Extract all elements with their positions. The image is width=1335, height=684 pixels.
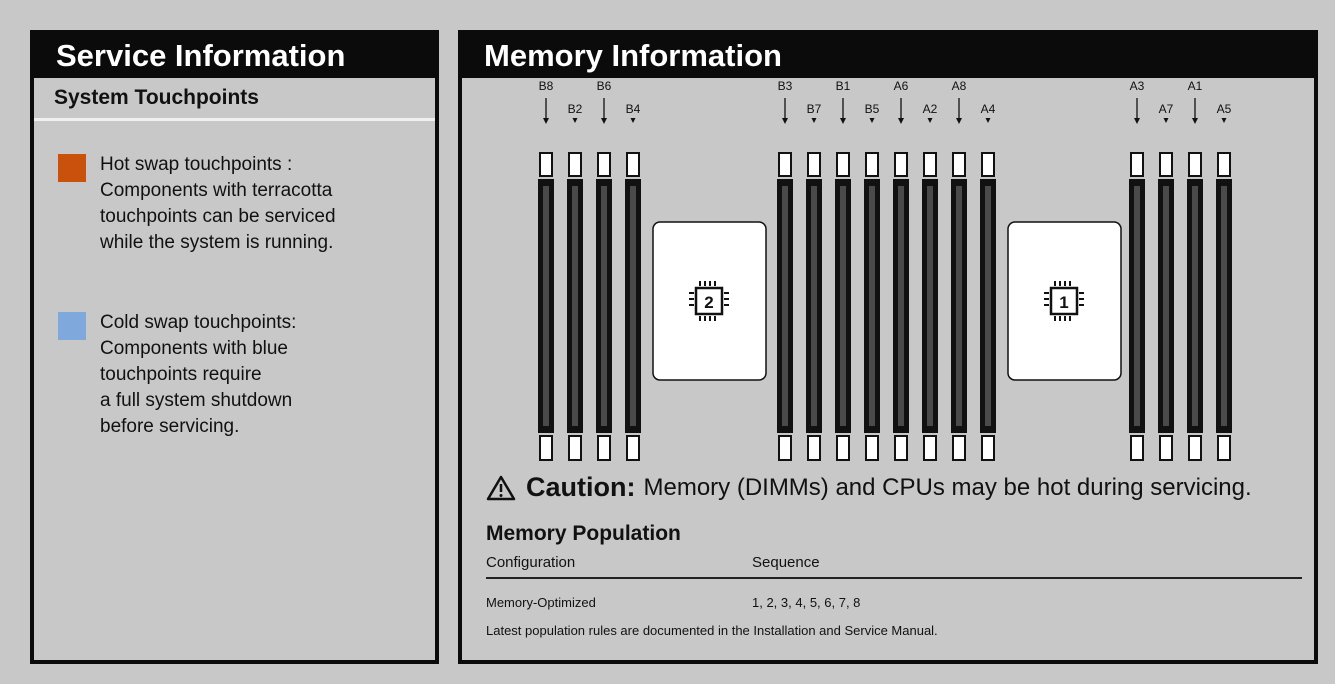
cpu-2-label: 2 [704,293,713,312]
table-cell-sequence: 1, 2, 3, 4, 5, 6, 7, 8 [752,595,861,610]
dimm-slot-label: A2 [923,102,938,116]
service-information-panel: Service Information System Touchpoints H… [30,30,439,664]
memory-population-table: Configuration Sequence Memory-Optimized … [486,554,1302,610]
dimm-slot-a8: A8 [951,79,967,461]
dimm-slot-label: B5 [865,102,880,116]
memory-population-title: Memory Population [486,522,681,545]
cpu-chip-icon [1044,281,1084,321]
hot-swap-swatch [58,154,86,182]
caution-text: Memory (DIMMs) and CPUs may be hot durin… [643,473,1252,501]
hot-swap-description: Hot swap touchpoints : Components with t… [100,152,336,256]
dimm-slot-a1: A1 [1187,79,1203,461]
hot-swap-line: touchpoints can be serviced [100,206,336,227]
hot-swap-line: Components with terracotta [100,180,333,201]
dimm-slot-label: A3 [1130,79,1145,93]
dimm-slot-label: A5 [1217,102,1232,116]
dimm-slot-a2: A2 [922,102,938,461]
dimm-slot-label: B7 [807,102,822,116]
dimm-slot-a4: A4 [980,102,996,461]
service-information-title: Service Information [34,34,435,78]
memory-information-panel: Memory Information 2 [458,30,1318,664]
cpu-chip-icon [689,281,729,321]
dimm-slot-a3: A3 [1129,79,1145,461]
dimm-slot-a5: A5 [1216,102,1232,461]
dimm-slot-label: A4 [981,102,996,116]
dimm-slot-b8: B8 [538,79,554,461]
dimm-slot-a6: A6 [893,79,909,461]
cold-swap-line: before servicing. [100,416,240,437]
dimm-slot-b3: B3 [777,79,793,461]
cpu-1-socket: 1 [1007,221,1122,381]
dimm-slot-label: B3 [778,79,793,93]
dimm-slot-b6: B6 [596,79,612,461]
population-rules-note: Latest population rules are documented i… [486,623,938,638]
table-cell-configuration: Memory-Optimized [486,595,596,610]
dimm-slot-label: A1 [1188,79,1203,93]
cold-swap-line: touchpoints require [100,364,262,385]
hot-swap-legend: Hot swap touchpoints : Components with t… [58,152,336,256]
table-row: Memory-Optimized 1, 2, 3, 4, 5, 6, 7, 8 [486,579,1302,610]
dimm-slot-label: B4 [626,102,641,116]
warning-triangle-icon [486,475,516,500]
column-header-sequence: Sequence [752,554,820,571]
dimm-slot-b2: B2 [567,102,583,461]
dimm-slot-label: B6 [597,79,612,93]
dimm-slot-label: B2 [568,102,583,116]
system-touchpoints-subtitle: System Touchpoints [34,78,435,121]
hot-swap-line: while the system is running. [100,232,334,253]
cold-swap-legend: Cold swap touchpoints: Components with b… [58,310,296,440]
dimm-slot-label: A6 [894,79,909,93]
caution-notice: Caution: Memory (DIMMs) and CPUs may be … [486,472,1252,503]
cpu-2-socket: 2 [652,221,767,381]
cold-swap-line: Components with blue [100,338,288,359]
dimm-slot-b1: B1 [835,79,851,461]
dimm-slot-b4: B4 [625,102,641,461]
cpu-1-label: 1 [1059,293,1068,312]
memory-information-title: Memory Information [462,34,1314,78]
dimm-slot-label: A7 [1159,102,1174,116]
dimm-slot-label: B1 [836,79,851,93]
cold-swap-description: Cold swap touchpoints: Components with b… [100,310,296,440]
dimm-slot-b5: B5 [864,102,880,461]
hot-swap-line: Hot swap touchpoints : [100,154,293,175]
caution-label: Caution: [526,472,636,502]
dimm-slot-label: A8 [952,79,967,93]
cold-swap-line: Cold swap touchpoints: [100,312,297,333]
table-header-row: Configuration Sequence [486,554,1302,579]
dimm-slot-a7: A7 [1158,102,1174,461]
dimm-slot-label: B8 [539,79,554,93]
cold-swap-line: a full system shutdown [100,390,293,411]
dimm-slot-b7: B7 [806,102,822,461]
cold-swap-swatch [58,312,86,340]
column-header-configuration: Configuration [486,554,576,571]
